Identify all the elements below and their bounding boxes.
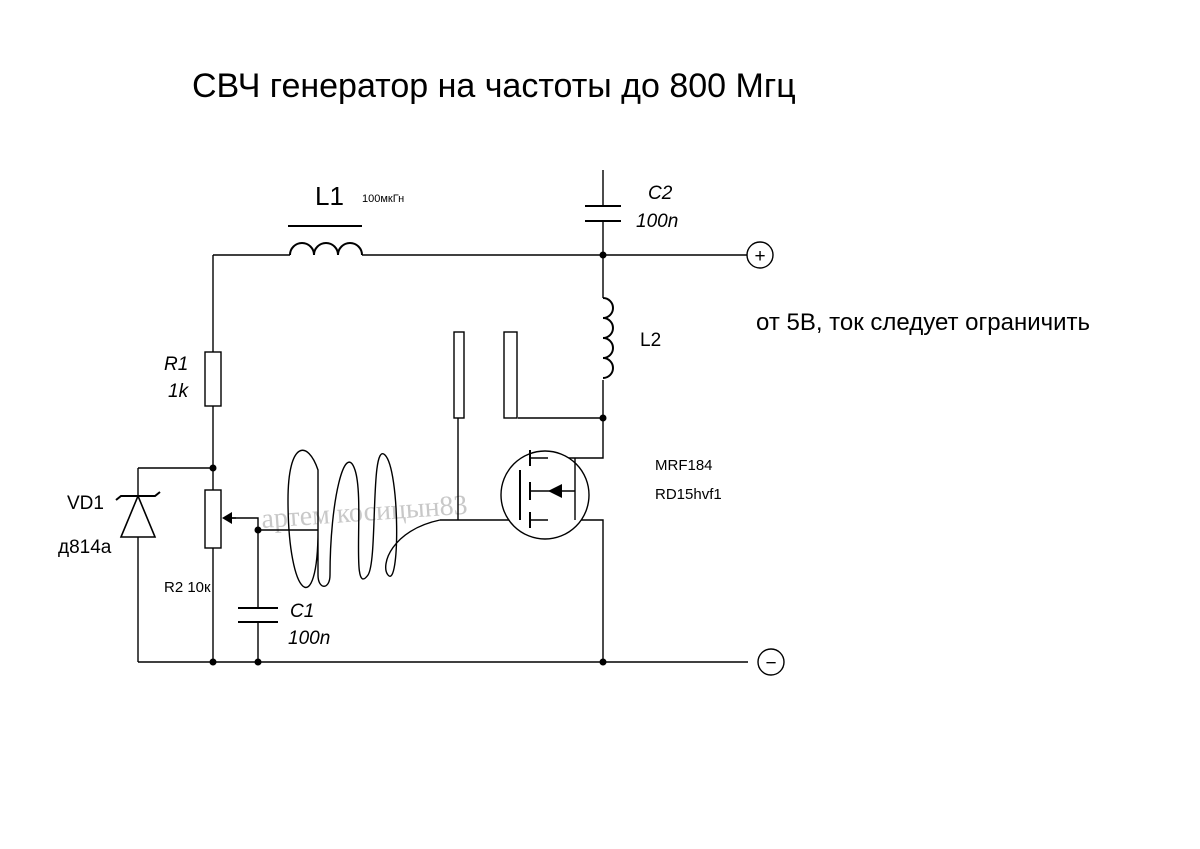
plus-terminal[interactable]: + [746, 241, 774, 269]
inductor-l1: L1 100мкГн [288, 181, 404, 256]
resistor-r1: R1 1k [164, 351, 222, 407]
c2-ref: C2 [648, 183, 673, 204]
supply-note: от 5В, ток следует ограничить [756, 309, 1090, 336]
vd1-value: д814а [58, 537, 112, 558]
wires [137, 170, 748, 663]
minus-terminal[interactable]: − [757, 648, 785, 676]
r1-ref: R1 [164, 354, 188, 375]
r1-value: 1k [168, 381, 190, 402]
minus-terminal-label: − [765, 653, 776, 674]
q1-part-2: RD15hvf1 [655, 486, 722, 503]
plus-terminal-label: + [754, 246, 765, 267]
vd1-ref: VD1 [67, 493, 104, 514]
c2-value: 100n [636, 211, 678, 232]
diagram-title: СВЧ генератор на частоты до 800 Мгц [192, 67, 796, 105]
potentiometer-r2: R2 10к [164, 489, 236, 596]
l1-value: 100мкГн [362, 193, 404, 205]
watermark-text: артем косицын83 [260, 490, 468, 535]
l1-ref: L1 [315, 181, 344, 211]
mosfet-q1: MRF184 RD15hvf1 [500, 450, 722, 540]
spiral-coil [258, 449, 441, 589]
capacitor-c2: C2 100n [585, 183, 678, 232]
c1-ref: C1 [290, 601, 314, 622]
strip-lines [453, 331, 518, 419]
q1-part-1: MRF184 [655, 457, 713, 474]
capacitor-c1: C1 100n [238, 601, 330, 649]
c1-value: 100n [288, 628, 330, 649]
zener-diode-vd1: VD1 д814а [58, 491, 161, 558]
r2-label: R2 10к [164, 579, 211, 596]
l2-ref: L2 [640, 330, 661, 351]
inductor-l2: L2 [602, 297, 661, 379]
